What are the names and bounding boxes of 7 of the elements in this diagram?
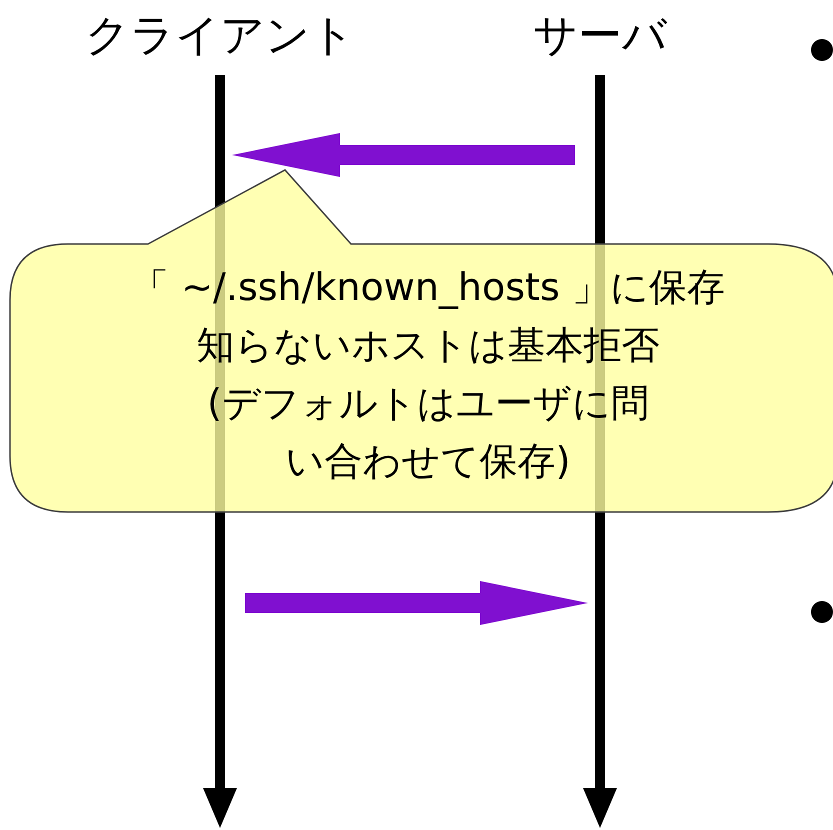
lifeline-heading: クライアント: [85, 10, 355, 61]
lifeline-heading: サーバ: [533, 10, 667, 61]
arrow: [232, 133, 575, 177]
arrow: [245, 581, 588, 625]
file-path-note: 「 ~/.ssh/known_hosts 」に保存: [130, 264, 726, 311]
callout-text: 知らないホストは基本拒否: [196, 322, 660, 369]
callout-text: (デフォルトはユーザに問い合わせて保存): [206, 380, 650, 485]
